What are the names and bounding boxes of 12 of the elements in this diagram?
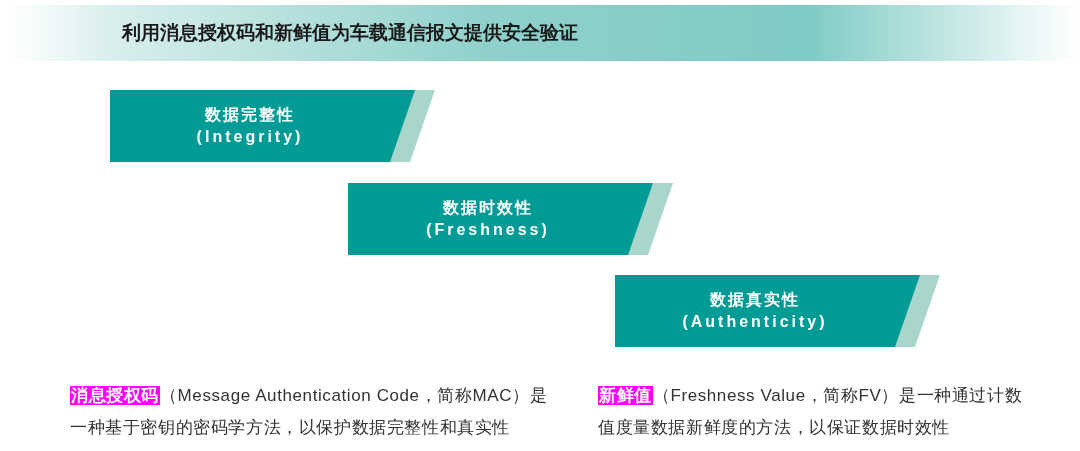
banner-title: 数据真实性 [710, 290, 800, 310]
banner-shape [110, 90, 435, 162]
banner-shape [348, 183, 673, 255]
description-paragraph: 消息授权码（Message Authentication Code，简称MAC）是一种基于密钥的密码学方法，以保护数据完整性和真实性 [70, 385, 549, 439]
description-paragraph: 新鲜值（Freshness Value，简称FV）是一种通过计数值度量数据新鲜度的方法，以保证数据时效性 [598, 385, 1023, 439]
banner-subtitle: (Integrity) [196, 127, 304, 147]
banner-shape [615, 275, 940, 347]
title: 利用消息授权码和新鲜值为车载通信报文提供安全验证 [122, 21, 578, 45]
banner-subtitle: (Authenticity) [682, 312, 828, 332]
banner-title: 数据完整性 [205, 105, 295, 125]
banner-subtitle: (Freshness) [426, 220, 550, 240]
banner-title: 数据时效性 [443, 198, 533, 218]
